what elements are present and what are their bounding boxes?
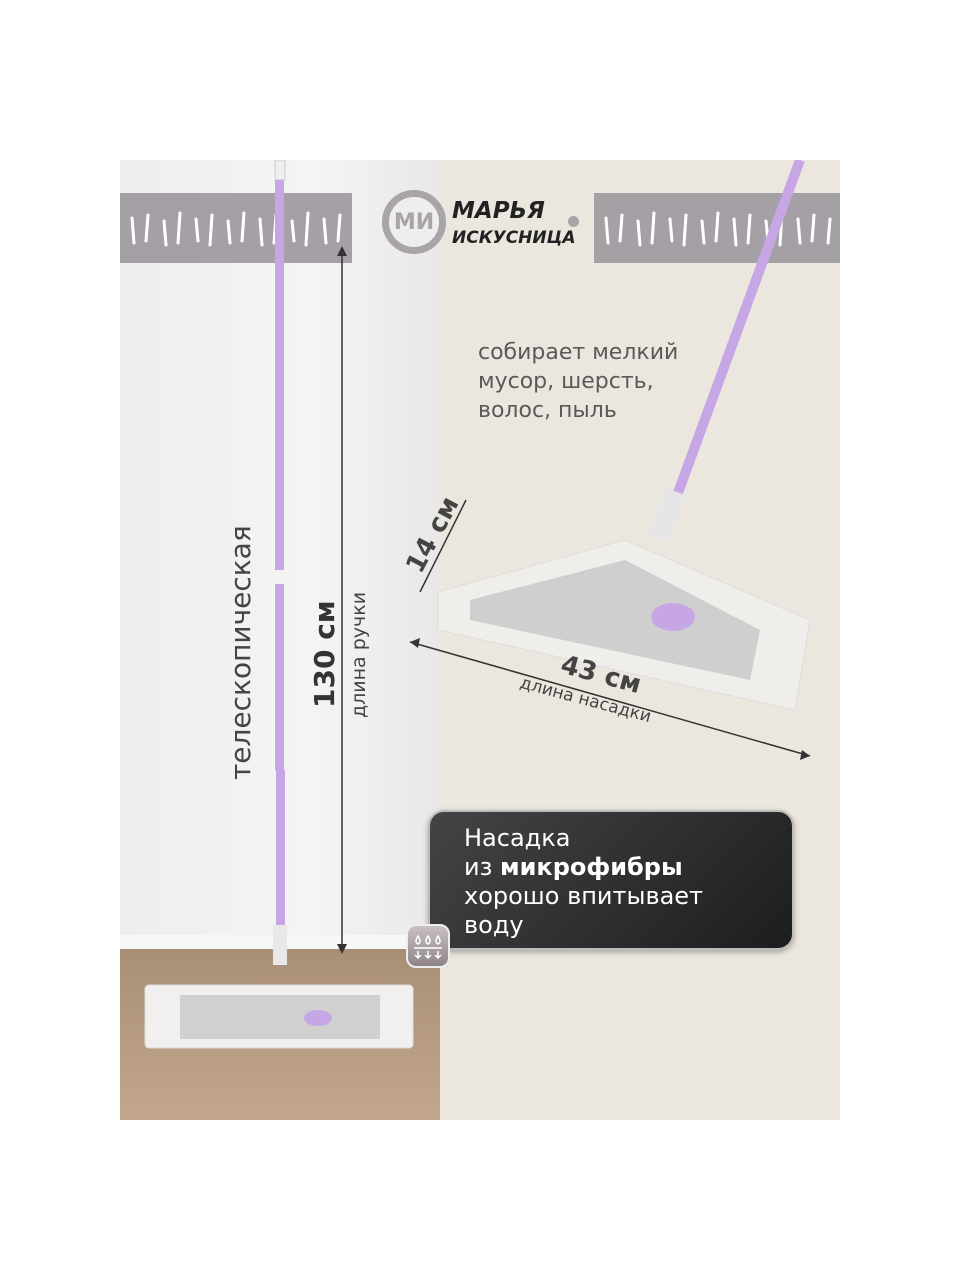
mop-handle-left [275, 180, 284, 770]
callout-line2: из микрофибры [464, 853, 792, 882]
mop-illustration [144, 160, 811, 1049]
brand-name-line1: МАРЬЯ [452, 198, 545, 224]
microfiber-callout: Насадка из микрофибры хорошо впитывает в… [428, 810, 794, 950]
callout-line4: воду [464, 911, 524, 939]
handle-type-label: телескопическая [224, 525, 257, 780]
brand-mark: МИ [382, 190, 446, 254]
water-absorb-icon [406, 924, 450, 968]
brand-mark-text: МИ [393, 209, 435, 235]
callout-line2-bold: микрофибры [500, 853, 683, 881]
product-card: МИ МАРЬЯ ИСКУСНИЦА собирает мелкий мусор… [120, 160, 840, 1120]
callout-line2-prefix: из [464, 853, 500, 881]
brand-dot [568, 216, 579, 227]
callout-line1: Насадка [464, 824, 571, 852]
handle-length-caption: длина ручки [348, 591, 370, 718]
brand-logo: МИ МАРЬЯ ИСКУСНИЦА [382, 180, 582, 260]
decor-band-left [120, 193, 352, 263]
handle-length-label: 130 см [308, 600, 341, 708]
callout-line3: хорошо впитывает [464, 882, 704, 910]
feature-text: собирает мелкий мусор, шерсть, волос, пы… [478, 340, 679, 423]
brand-name-line2: ИСКУСНИЦА [452, 228, 576, 248]
